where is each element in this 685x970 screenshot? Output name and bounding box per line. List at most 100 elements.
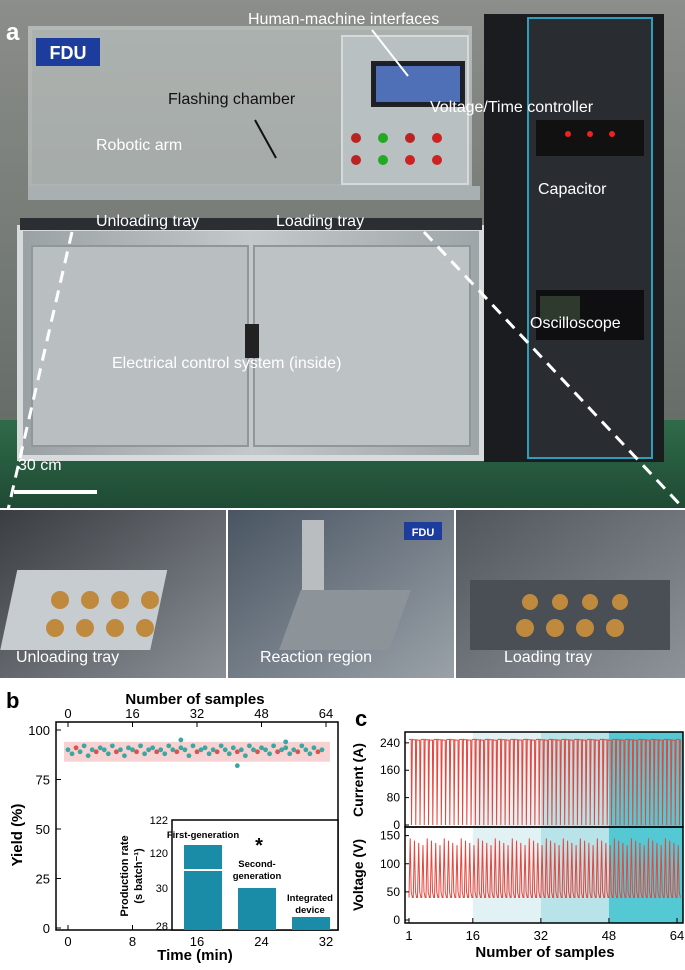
yield-point (77, 749, 83, 755)
bar-label-third-b: device (295, 905, 325, 916)
bar-label-second-a: Second- (238, 859, 275, 870)
yield-point (166, 743, 172, 749)
significance-star: * (255, 835, 263, 857)
yield-point (295, 749, 301, 755)
control-buttons (351, 133, 442, 165)
c-x-tick-label: 32 (534, 928, 548, 943)
yield-point (69, 751, 75, 757)
yield-point (190, 743, 196, 749)
panel-c-letter: c (355, 706, 367, 731)
yield-point (319, 747, 325, 753)
inset-row: FDU Unloading tray Reaction region Loadi… (0, 510, 685, 678)
yield-point (182, 747, 188, 753)
yield-point (247, 743, 252, 749)
label-electrical-control: Electrical control system (inside) (112, 355, 341, 372)
fdu-logo: FDU (50, 43, 87, 63)
yield-point (126, 745, 131, 751)
bar-label-third-a: Integrated (287, 893, 333, 904)
yield-point (194, 749, 200, 755)
y-tick-label: 50 (36, 822, 50, 837)
voltage-tick-label: 50 (387, 885, 401, 899)
bottom-tick-label: 8 (129, 934, 136, 949)
bottom-axis-title: Time (min) (157, 947, 233, 964)
yield-point (158, 747, 164, 753)
yield-point (299, 743, 305, 749)
yield-point (311, 745, 317, 751)
yield-point (81, 743, 87, 749)
yield-point (218, 743, 224, 749)
label-capacitor: Capacitor (538, 181, 607, 198)
yield-point (222, 747, 228, 753)
voltage-tick-label: 0 (393, 913, 400, 927)
yield-point (291, 747, 297, 753)
yield-point (109, 743, 115, 749)
yield-point (275, 749, 281, 755)
inset-label-unloading: Unloading tray (16, 649, 119, 666)
panel-b-chart: b Number of samples Time (min) Yield (%)… (6, 688, 339, 964)
inset-label-loading: Loading tray (504, 649, 592, 666)
yield-point (214, 749, 220, 755)
yield-point (93, 749, 99, 755)
yield-point (142, 751, 147, 757)
inset-ytick-30: 30 (156, 883, 168, 895)
panel-a-letter: a (6, 19, 20, 46)
inset-scene: FDU Unloading tray Reaction region Loadi… (0, 510, 685, 678)
label-oscilloscope: Oscilloscope (530, 315, 621, 332)
yield-point (210, 747, 216, 753)
zoom-line-right (422, 230, 685, 508)
yield-point (315, 749, 321, 755)
top-tick-label: 48 (254, 706, 268, 721)
voltage-tick-label: 100 (380, 857, 400, 871)
y-tick-label: 100 (28, 723, 50, 738)
c-x-tick-label: 16 (466, 928, 480, 943)
bar-label-first: First-generation (167, 830, 240, 841)
y-tick-label: 0 (43, 921, 50, 936)
inset-y-title-2: (s batch⁻¹) (133, 848, 145, 904)
yield-point (230, 745, 236, 751)
c-x-tick-label: 48 (602, 928, 616, 943)
yield-point (105, 751, 111, 757)
yield-point (271, 743, 276, 749)
voltage-trace (408, 838, 681, 898)
yield-point (154, 749, 160, 755)
current-tick-label: 160 (380, 763, 400, 777)
yield-point (162, 751, 168, 757)
label-hmi: Human-machine interfaces (248, 11, 439, 28)
y-tick-label: 75 (36, 773, 50, 788)
production-rate-inset: Production rate (s batch⁻¹) 122 120 30 2… (119, 815, 339, 933)
voltage-axis-title: Voltage (V) (350, 839, 366, 911)
inset-ytick-122: 122 (150, 815, 168, 827)
bar-label-second-b: generation (233, 871, 282, 882)
zoom-line-left (6, 231, 74, 508)
c-x-tick-label: 64 (670, 928, 684, 943)
yield-point (150, 745, 156, 751)
yield-point (138, 743, 143, 749)
c-x-tick-label: 1 (405, 928, 412, 943)
yield-point (307, 751, 313, 757)
yield-point (283, 739, 289, 745)
yield-point (198, 747, 204, 753)
top-axis-title: Number of samples (125, 691, 264, 708)
current-tick-label: 240 (380, 736, 400, 750)
yield-point (234, 749, 240, 755)
yield-point (118, 747, 123, 753)
inset-y-title-1: Production rate (119, 835, 131, 916)
yield-point (255, 749, 260, 755)
bar-integrated-device (292, 917, 330, 930)
y-tick-label: 25 (36, 872, 50, 887)
fdu-logo-box (36, 38, 100, 66)
panel-b-letter: b (6, 688, 19, 713)
yield-point (97, 745, 103, 751)
current-axis-title: Current (A) (350, 743, 366, 817)
c-x-axis-title: Number of samples (475, 944, 614, 961)
yield-point (242, 753, 248, 759)
panel-b: b Number of samples Time (min) Yield (%)… (0, 680, 345, 965)
yield-point (122, 753, 127, 759)
yield-point (238, 747, 244, 753)
yield-point (283, 745, 289, 751)
yield-point (73, 745, 79, 751)
panel-a-photo: FDU Human-machine interfaces Flashing ch… (0, 0, 685, 508)
yield-point (234, 763, 240, 769)
bottom-tick-label: 16 (190, 934, 204, 949)
